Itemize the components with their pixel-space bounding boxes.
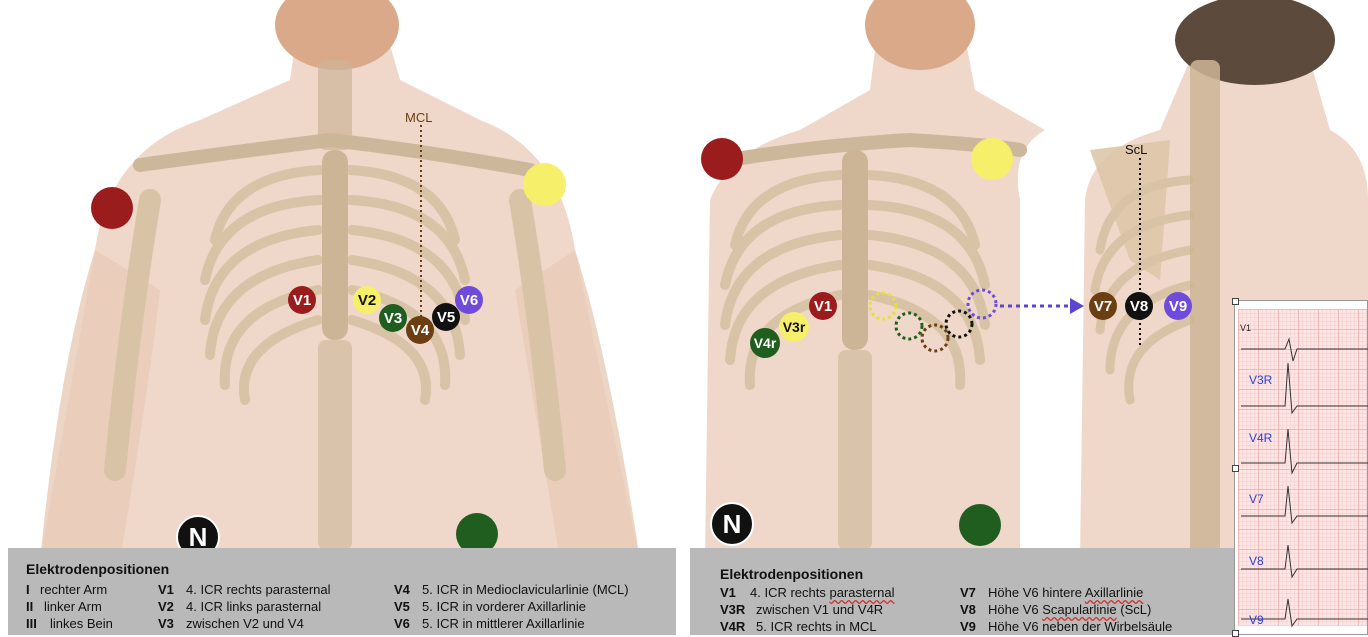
scl-label: ScL	[1125, 142, 1147, 157]
right-arm-electrode-2	[701, 138, 743, 180]
right-arm-electrode	[91, 187, 133, 229]
electrode-v1-right: V1	[809, 292, 837, 320]
ecg-lead-v7: V7	[1249, 492, 1264, 506]
electrode-v5: V5	[432, 303, 460, 331]
ecg-lead-v4r: V4R	[1249, 431, 1272, 445]
legend-title: Elektrodenpositionen	[26, 561, 169, 577]
electrode-v3: V3	[379, 304, 407, 332]
electrode-v4r: V4r	[750, 328, 780, 358]
ecg-lead-v9: V9	[1249, 613, 1264, 627]
anatomy-front-illustration	[0, 0, 676, 635]
electrode-v8: V8	[1125, 292, 1153, 320]
electrode-v9: V9	[1164, 292, 1192, 320]
ecg-traces	[1235, 301, 1368, 636]
electrode-v1: V1	[288, 286, 316, 314]
electrode-v3r: V3r	[779, 312, 809, 342]
electrode-v7: V7	[1089, 292, 1117, 320]
resize-handle-mid-left[interactable]	[1232, 465, 1239, 472]
legend-title-right: Elektrodenpositionen	[720, 566, 863, 582]
resize-handle-bottom-left[interactable]	[1232, 630, 1239, 637]
mcl-label: MCL	[405, 110, 432, 125]
left-arm-electrode	[523, 163, 566, 206]
ecg-strip[interactable]: V1 V3R V4R V7 V8 V9	[1234, 300, 1368, 635]
ecg-lead-v1: V1	[1240, 323, 1251, 333]
left-panel: MCL N V1 V2 V3 V4 V5 V6 Elektrodenpositi…	[0, 0, 676, 635]
resize-handle-top-left[interactable]	[1232, 298, 1239, 305]
neutral-electrode-2: N	[710, 502, 754, 546]
ecg-lead-v8: V8	[1249, 554, 1264, 568]
left-leg-electrode-2	[959, 504, 1001, 546]
ecg-lead-v3r: V3R	[1249, 373, 1272, 387]
left-arm-electrode-2	[971, 138, 1013, 180]
electrode-v6: V6	[455, 286, 483, 314]
electrode-v2: V2	[353, 286, 381, 314]
electrode-v4: V4	[406, 316, 434, 344]
